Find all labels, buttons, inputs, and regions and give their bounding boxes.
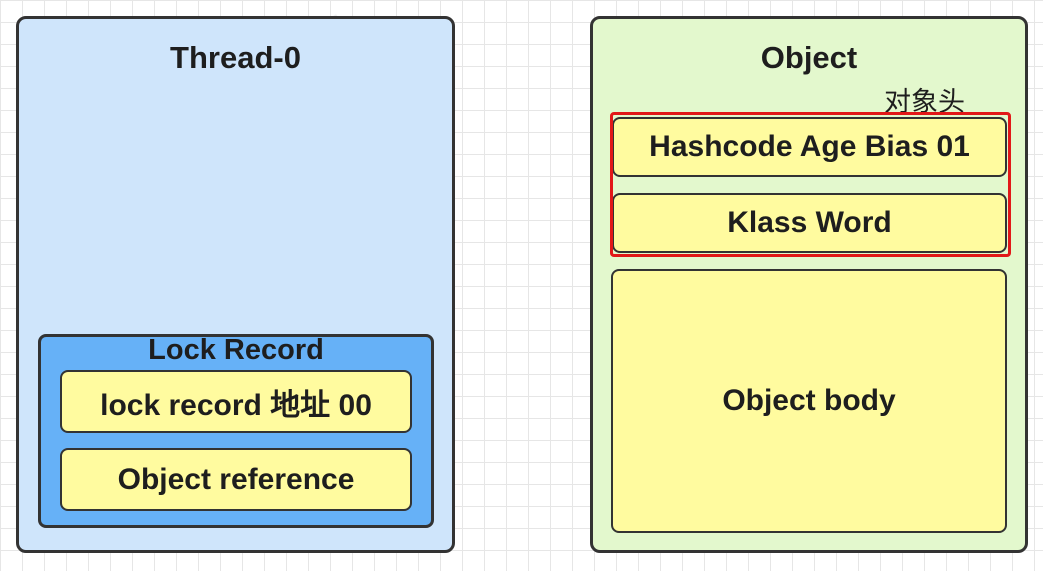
mark-word-cell: Hashcode Age Bias 01 bbox=[612, 117, 1007, 177]
object-header-highlight bbox=[610, 112, 1011, 257]
lock-record-title: Lock Record bbox=[148, 334, 324, 366]
object-reference-cell: Object reference bbox=[60, 448, 412, 511]
lock-record-address-label: lock record 地址 00 bbox=[100, 388, 372, 422]
lock-record-address-cell: lock record 地址 00 bbox=[60, 370, 412, 433]
klass-word-cell: Klass Word bbox=[612, 193, 1007, 253]
mark-word-label: Hashcode Age Bias 01 bbox=[649, 130, 970, 163]
object-body-cell: Object body bbox=[611, 269, 1007, 533]
klass-word-label: Klass Word bbox=[727, 206, 892, 239]
thread-title: Thread-0 bbox=[170, 40, 301, 75]
object-reference-label: Object reference bbox=[117, 462, 355, 496]
object-body-label: Object body bbox=[722, 384, 896, 417]
object-title: Object bbox=[760, 40, 858, 75]
